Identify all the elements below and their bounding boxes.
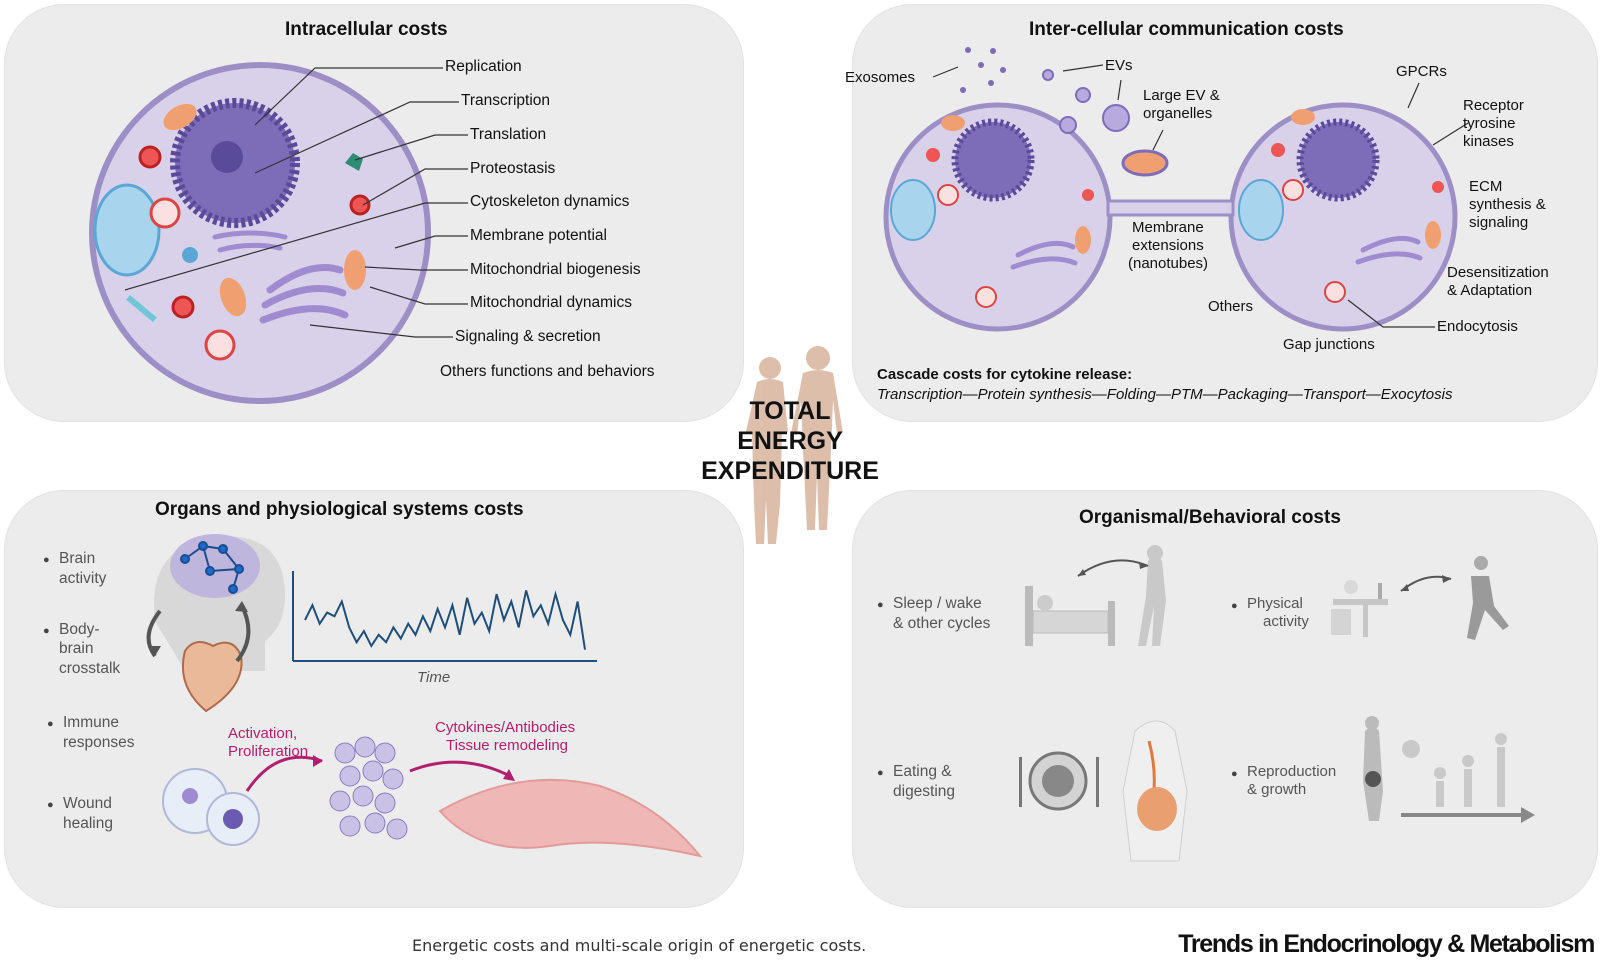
label-ecm-1: ECM bbox=[1469, 178, 1503, 195]
label-physical-2: activity bbox=[1263, 613, 1309, 630]
label-large-ev-2: organelles bbox=[1143, 105, 1213, 122]
intercellular-panel: Inter-cellular communication costs bbox=[845, 4, 1598, 422]
intercellular-title: Inter-cellular communication costs bbox=[1029, 19, 1344, 40]
label-activation-1: Activation, bbox=[228, 725, 298, 742]
label-mito-dynamics: Mitochondrial dynamics bbox=[470, 294, 632, 311]
label-cytokines-2: Tissue remodeling bbox=[446, 737, 568, 754]
label-rtk-2: tyrosine bbox=[1463, 115, 1516, 132]
label-cytoskeleton: Cytoskeleton dynamics bbox=[470, 193, 630, 210]
bullet-brain-2: activity bbox=[59, 570, 107, 587]
label-desens-1: Desensitization bbox=[1447, 264, 1549, 281]
label-transcription: Transcription bbox=[461, 92, 551, 109]
behavioral-illustration bbox=[1019, 545, 1535, 862]
bullet-brain-1: Brain bbox=[43, 549, 95, 570]
label-membrane-ext-2: extensions bbox=[1132, 237, 1204, 254]
label-membrane-ext-1: Membrane bbox=[1132, 219, 1204, 236]
label-mito-biogenesis: Mitochondrial biogenesis bbox=[470, 261, 641, 278]
label-signaling: Signaling & secretion bbox=[455, 328, 601, 345]
label-gap-junctions: Gap junctions bbox=[1283, 336, 1375, 353]
center-line-2: ENERGY bbox=[737, 427, 843, 455]
intracellular-panel: Intracellular costs Replicati bbox=[4, 4, 744, 422]
bullet-immune-1: Immune bbox=[47, 713, 119, 734]
bullet-immune-2: responses bbox=[63, 734, 135, 751]
label-sleep-1: Sleep / wake bbox=[877, 594, 982, 615]
label-ecm-3: signaling bbox=[1469, 214, 1529, 231]
label-membrane-potential: Membrane potential bbox=[470, 227, 607, 244]
label-activation-2: Proliferation bbox=[228, 743, 309, 760]
label-exosomes: Exosomes bbox=[845, 69, 916, 86]
bullet-crosstalk-1: Body- bbox=[43, 620, 99, 641]
cell-illustration bbox=[89, 62, 468, 404]
label-rtk-1: Receptor bbox=[1463, 97, 1524, 114]
bullet-crosstalk-2: brain bbox=[59, 640, 94, 657]
label-cytokines-1: Cytokines/Antibodies bbox=[435, 719, 576, 736]
label-desens-2: & Adaptation bbox=[1447, 282, 1533, 299]
bullet-crosstalk-3: crosstalk bbox=[59, 660, 121, 677]
behavioral-title: Organismal/Behavioral costs bbox=[1079, 507, 1341, 528]
two-cells-illustration bbox=[883, 47, 1469, 332]
label-ecm-2: synthesis & bbox=[1469, 196, 1546, 213]
label-evs: EVs bbox=[1105, 57, 1133, 74]
label-eating-2: digesting bbox=[893, 783, 956, 800]
bullet-wound-1: Wound bbox=[47, 794, 112, 815]
bullet-wound-2: healing bbox=[63, 815, 113, 832]
label-endocytosis: Endocytosis bbox=[1437, 318, 1518, 335]
label-replication: Replication bbox=[445, 58, 522, 75]
label-rtk-3: kinases bbox=[1463, 133, 1514, 150]
cascade-steps: Transcription—Protein synthesis—Folding—… bbox=[877, 386, 1453, 403]
behavioral-panel: Organismal/Behavioral costs Sleep / wake… bbox=[852, 490, 1598, 908]
label-repro-2: & growth bbox=[1247, 781, 1307, 798]
total-energy-title: TOTAL ENERGY EXPENDITURE bbox=[690, 396, 890, 486]
organs-panel: Organs and physiological systems costs B… bbox=[4, 490, 744, 908]
label-gpcrs: GPCRs bbox=[1396, 63, 1447, 80]
center-line-3: EXPENDITURE bbox=[701, 457, 879, 485]
signal-trace bbox=[304, 590, 586, 650]
organs-title: Organs and physiological systems costs bbox=[155, 499, 524, 520]
label-proteostasis: Proteostasis bbox=[470, 160, 556, 177]
center-line-1: TOTAL bbox=[749, 397, 831, 425]
journal-name: Trends in Endocrinology & Metabolism bbox=[1178, 930, 1595, 958]
label-others: Others bbox=[1208, 298, 1254, 315]
label-large-ev-1: Large EV & bbox=[1143, 87, 1220, 104]
cascade-title: Cascade costs for cytokine release: bbox=[877, 366, 1133, 383]
label-eating-1: Eating & bbox=[877, 762, 952, 783]
time-axis-label: Time bbox=[417, 669, 451, 686]
organs-illustration bbox=[146, 534, 703, 858]
figure-caption: Energetic costs and multi-scale origin o… bbox=[412, 936, 867, 955]
intracellular-title: Intracellular costs bbox=[285, 19, 448, 40]
label-physical-1: Physical bbox=[1231, 595, 1303, 615]
label-membrane-ext-3: (nanotubes) bbox=[1128, 255, 1209, 272]
label-repro-1: Reproduction bbox=[1231, 763, 1336, 783]
label-sleep-2: & other cycles bbox=[893, 615, 991, 632]
label-others: Others functions and behaviors bbox=[440, 363, 655, 380]
label-translation: Translation bbox=[470, 126, 547, 143]
